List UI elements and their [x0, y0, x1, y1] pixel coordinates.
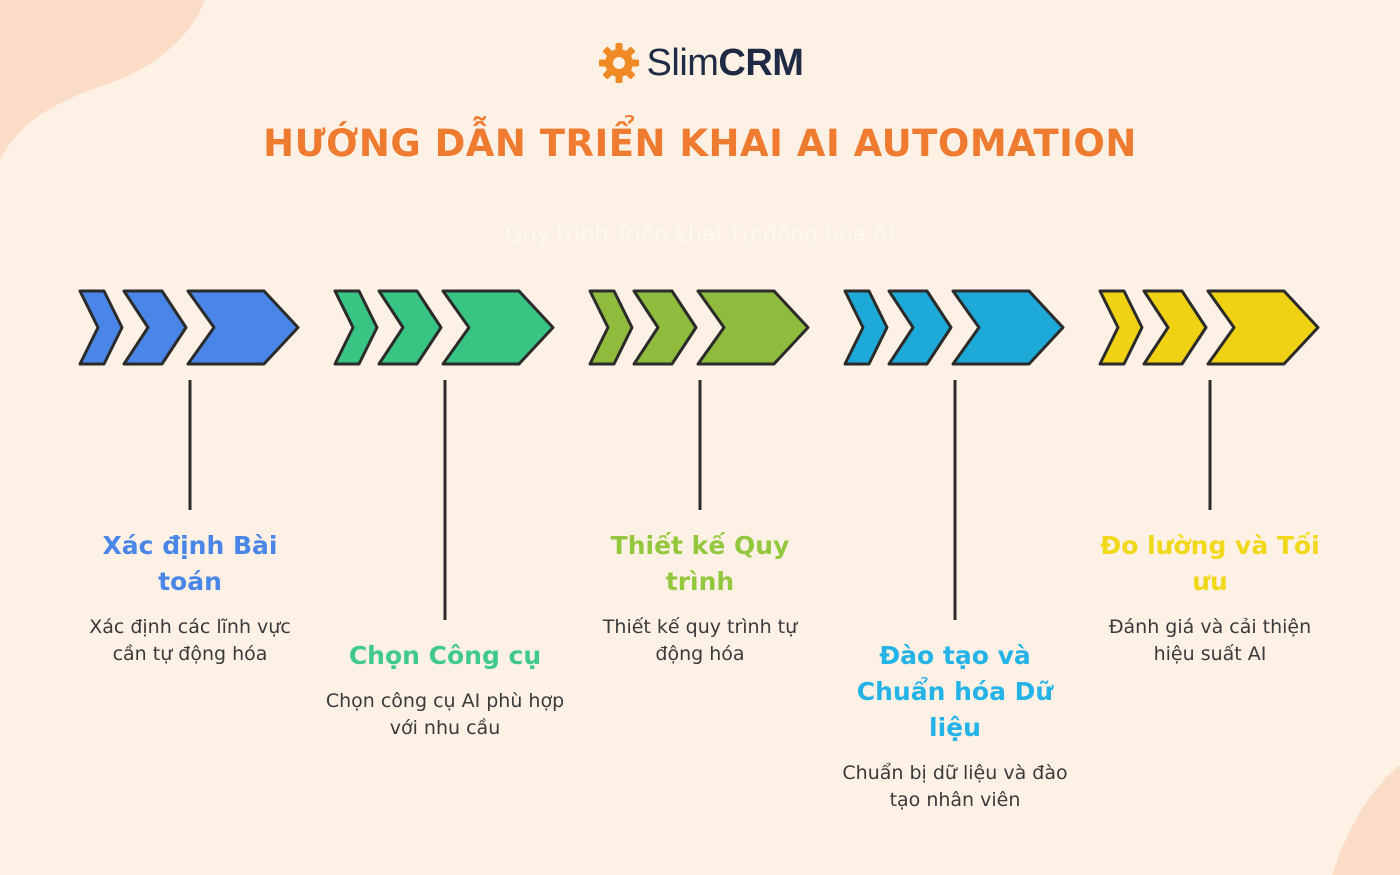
- gear-icon: [598, 43, 639, 83]
- chevron: [441, 289, 555, 366]
- chevron: [588, 289, 634, 366]
- background-blob-bottom-right: [1332, 765, 1400, 875]
- step-4-chevrons: [843, 289, 1065, 366]
- logo-text-regular: Slim: [646, 41, 719, 84]
- logo-text-bold: CRM: [718, 41, 804, 84]
- page-title: HƯỚNG DẪN TRIỂN KHAI AI AUTOMATION: [263, 122, 1137, 165]
- chevron: [951, 289, 1065, 366]
- chevron: [1206, 289, 1320, 366]
- step-2-title: Chọn Công cụ: [348, 641, 542, 670]
- step-5-title: Đo lường và Tối ưu: [1100, 531, 1320, 596]
- step-3-chevrons: [588, 289, 810, 366]
- background-blob-top-left: [0, 0, 205, 160]
- chevron: [696, 289, 810, 366]
- chevron: [377, 289, 443, 366]
- step-3-title: Thiết kế Quy trình: [610, 531, 790, 596]
- step-2-description: Chọn công cụ AI phù hợp với nhu cầu: [325, 690, 565, 739]
- chevron: [186, 289, 300, 366]
- step-1-description: Xác định các lĩnh vực cần tự động hóa: [89, 616, 291, 665]
- logo: SlimCRM: [0, 38, 1400, 88]
- step-1-chevrons: [78, 289, 300, 366]
- diagram-subtitle: Quy trình Triển khai Tự động hóa AI: [505, 222, 895, 247]
- chevron: [78, 289, 124, 366]
- logo-wordmark: SlimCRM: [647, 42, 804, 85]
- chevron: [887, 289, 953, 366]
- step-5-chevrons: [1098, 289, 1320, 366]
- step-5-description: Đánh giá và cải thiện hiệu suất AI: [1108, 616, 1312, 665]
- step-4-title: Đào tạo và Chuẩn hóa Dữ liệu: [856, 641, 1054, 742]
- chevron: [1142, 289, 1208, 366]
- chevron: [843, 289, 889, 366]
- chevron: [122, 289, 188, 366]
- chevron: [1098, 289, 1144, 366]
- chevron: [632, 289, 698, 366]
- chevron: [333, 289, 379, 366]
- step-4-description: Chuẩn bị dữ liệu và đào tạo nhân viên: [842, 762, 1068, 811]
- step-3-description: Thiết kế quy trình tự động hóa: [602, 616, 798, 665]
- step-2-chevrons: [333, 289, 555, 366]
- step-1-title: Xác định Bài toán: [102, 531, 278, 596]
